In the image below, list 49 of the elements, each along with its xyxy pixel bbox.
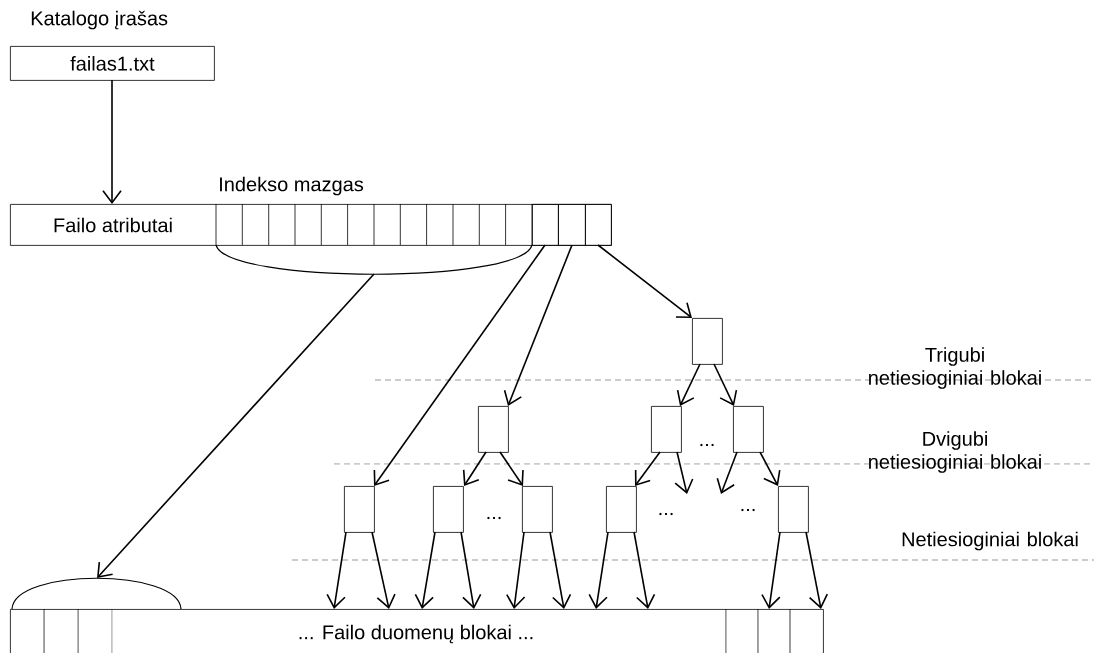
arrow bbox=[805, 531, 829, 609]
arrow bbox=[676, 363, 701, 406]
block-box bbox=[651, 406, 682, 453]
arrow bbox=[462, 451, 487, 486]
ellipsis: ... bbox=[659, 512, 673, 516]
arrow bbox=[597, 244, 692, 318]
arrow bbox=[633, 531, 656, 609]
level-label: Netiesioginiai blokai bbox=[902, 531, 1078, 551]
arrow bbox=[499, 451, 524, 486]
block-box bbox=[778, 486, 809, 533]
block-box bbox=[433, 486, 464, 533]
arrow bbox=[506, 531, 526, 609]
arrow bbox=[373, 244, 546, 486]
arrow bbox=[761, 531, 781, 609]
file-entry-box: failas1.txt bbox=[10, 46, 215, 81]
ellipsis: ... bbox=[487, 516, 501, 520]
brace-arc bbox=[215, 244, 533, 275]
block-box bbox=[344, 486, 375, 533]
caption-label: Katalogo įrašas bbox=[31, 10, 168, 30]
block-box bbox=[606, 486, 637, 533]
pointer-cell bbox=[585, 204, 612, 246]
ellipsis: ... bbox=[741, 508, 755, 512]
block-box bbox=[692, 318, 723, 365]
arrow bbox=[549, 531, 572, 609]
level-label: Dvigubi netiesioginiai blokai bbox=[869, 431, 1041, 473]
caption-label: Indekso mazgas bbox=[220, 176, 364, 196]
block-box bbox=[478, 406, 509, 453]
arrow bbox=[371, 531, 396, 609]
arrow bbox=[102, 79, 122, 204]
block-box bbox=[733, 406, 764, 453]
arrow bbox=[97, 273, 375, 578]
arrow bbox=[634, 451, 661, 486]
arrow bbox=[326, 531, 347, 609]
inode-table: Failo atributai bbox=[10, 203, 612, 246]
arrow bbox=[674, 451, 694, 494]
arrow bbox=[460, 531, 482, 609]
arrow bbox=[588, 531, 609, 609]
level-label: Trigubi netiesioginiai blokai bbox=[869, 347, 1041, 389]
arrow bbox=[713, 363, 738, 406]
pointer-cell bbox=[558, 204, 586, 246]
brace-arc bbox=[11, 577, 182, 610]
arrow bbox=[716, 451, 738, 494]
arrow bbox=[414, 531, 436, 609]
block-box bbox=[522, 486, 553, 533]
ellipsis: ... bbox=[700, 443, 714, 447]
arrow bbox=[759, 451, 781, 486]
arrow bbox=[503, 244, 573, 406]
data-block-strip: ... Failo duomenų blokai ... bbox=[10, 608, 824, 653]
pointer-cell bbox=[532, 204, 559, 246]
